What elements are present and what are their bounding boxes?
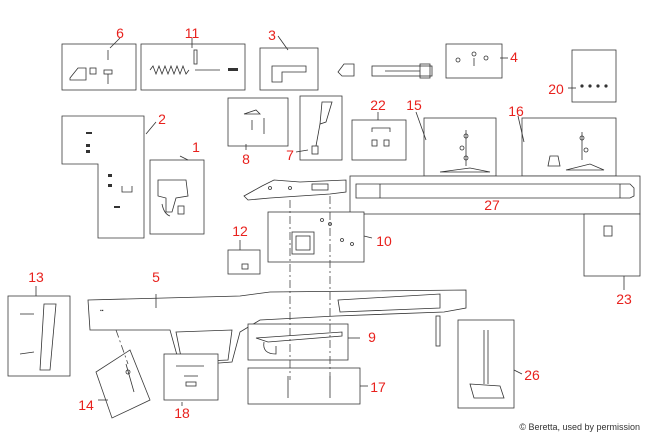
callout-26: 26 — [524, 367, 540, 383]
callout-3: 3 — [268, 27, 276, 43]
part-group-7 — [295, 95, 343, 161]
callout-16: 16 — [508, 103, 524, 119]
part-group-18 — [163, 353, 219, 406]
part-group-13 — [7, 286, 71, 377]
copyright-notice: © Beretta, used by permission — [519, 422, 640, 432]
part-group-3 — [259, 35, 319, 91]
part-group-22 — [351, 112, 407, 161]
part-group-10 — [267, 211, 373, 263]
callout-12: 12 — [232, 223, 248, 239]
part-group-2 — [61, 115, 157, 239]
callout-27: 27 — [484, 197, 500, 213]
callout-1: 1 — [192, 139, 200, 155]
receiver — [243, 179, 347, 201]
part-group-8 — [227, 97, 289, 150]
callout-10: 10 — [376, 233, 392, 249]
part-group-15 — [415, 111, 497, 177]
part-group-14 — [95, 349, 151, 419]
callout-11: 11 — [185, 25, 200, 41]
part-group-1 — [149, 155, 205, 235]
bolt-parts — [337, 63, 433, 79]
part-group-5: ▪▪ — [87, 289, 467, 367]
part-group-26 — [457, 319, 523, 409]
part-group-17 — [247, 367, 368, 405]
part-group-4 — [445, 43, 508, 79]
callout-22: 22 — [370, 97, 386, 113]
callout-9: 9 — [368, 329, 376, 345]
callout-20: 20 — [548, 81, 564, 97]
assembly-lines — [115, 196, 331, 380]
svg-text:▪▪: ▪▪ — [100, 308, 104, 314]
part-group-23 — [583, 213, 641, 290]
part-group-9 — [247, 323, 360, 361]
part-group-12 — [227, 240, 261, 275]
callout-13: 13 — [28, 269, 44, 285]
part-group-27 — [349, 175, 641, 215]
part-group-20 — [568, 49, 617, 103]
callout-15: 15 — [406, 97, 422, 113]
callout-8: 8 — [242, 151, 250, 167]
callout-labels: 6 11 3 4 20 2 22 15 16 1 8 7 27 12 10 13… — [28, 25, 632, 421]
callout-17: 17 — [370, 379, 386, 395]
callout-5: 5 — [152, 269, 160, 285]
part-group-16 — [517, 115, 617, 177]
callout-7: 7 — [286, 147, 294, 163]
callout-2: 2 — [158, 111, 166, 127]
callout-14: 14 — [78, 397, 94, 413]
callout-6: 6 — [116, 25, 124, 41]
callout-23: 23 — [616, 291, 632, 307]
part-group-6 — [61, 37, 137, 91]
part-group-11 — [140, 38, 246, 91]
callout-18: 18 — [174, 405, 190, 421]
callout-4: 4 — [510, 49, 518, 65]
